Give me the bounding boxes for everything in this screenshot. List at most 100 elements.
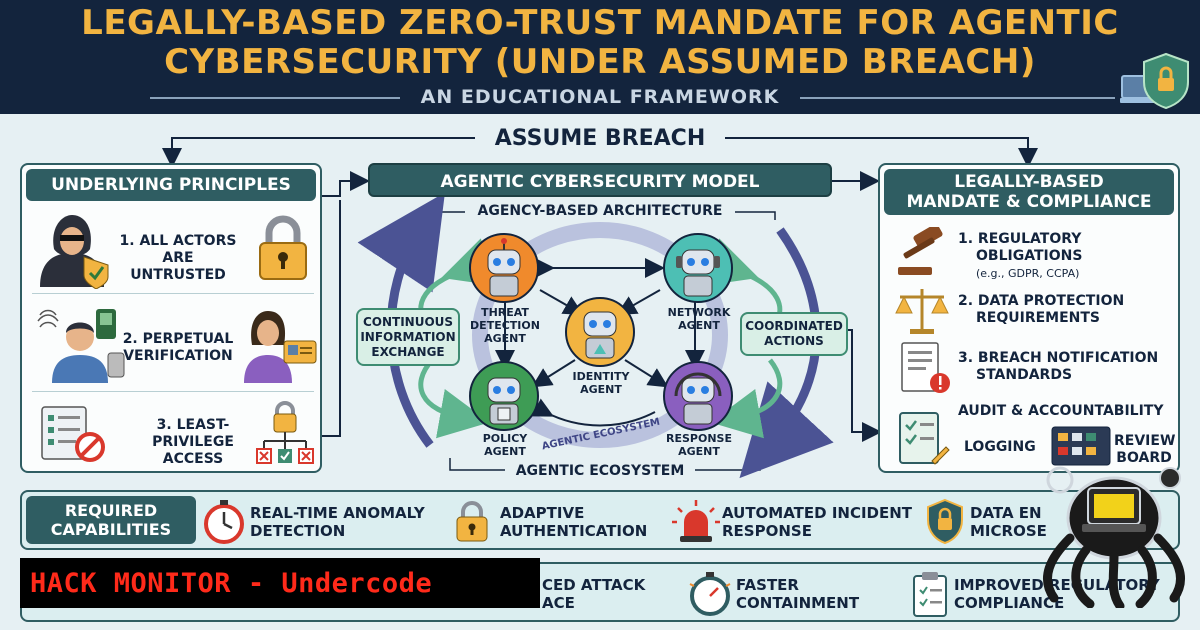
outcome-1-line-1: CED ATTACK	[542, 576, 646, 594]
audit-checklist-icon	[899, 412, 950, 465]
outcome-1-label: CED ATTACK ACE	[542, 576, 645, 612]
alarm-siren-icon	[672, 500, 720, 542]
model-title: AGENTIC CYBERSECURITY MODEL	[368, 163, 832, 197]
capability-1-line-1: REAL-TIME ANOMALY	[250, 504, 425, 522]
logging-label: LOGGING	[964, 439, 1036, 455]
capability-3-line-2: RESPONSE	[722, 522, 812, 540]
title-line-2: CYBERSECURITY (UNDER ASSUMED BREACH)	[164, 42, 1036, 82]
watermark-text: HACK MONITOR - Undercode	[30, 567, 433, 599]
review-board-label: REVIEW BOARD	[1114, 433, 1176, 467]
hacker-icon	[40, 215, 109, 289]
adaptive-lock-icon	[456, 501, 488, 542]
threat-line-3: AGENT	[484, 332, 526, 345]
response-line-2: AGENT	[678, 445, 720, 458]
threat-detection-robot-icon	[469, 233, 539, 303]
capabilities-head-line-1: REQUIRED	[64, 501, 158, 520]
capability-4-line-1: DATA EN	[970, 504, 1042, 522]
threat-line-1: THREAT	[481, 306, 529, 319]
mandate-title: LEGALLY-BASED MANDATE & COMPLIANCE	[884, 169, 1174, 215]
identity-line-2: AGENT	[580, 383, 622, 396]
mandate-item-2: 2. DATA PROTECTION REQUIREMENTS	[958, 293, 1168, 327]
mandate-item-3: 3. BREACH NOTIFICATION STANDARDS	[958, 350, 1173, 384]
review-line-1: REVIEW	[1114, 433, 1176, 449]
mandate-panel: LEGALLY-BASED MANDATE & COMPLIANCE 1. RE…	[878, 163, 1180, 473]
mandate-item-1-line-3: (e.g., GDPR, CCPA)	[976, 267, 1080, 280]
review-board-icon	[1051, 426, 1111, 466]
mandate-item-2-line-2: REQUIREMENTS	[976, 310, 1101, 326]
capability-1-label: REAL-TIME ANOMALY DETECTION	[250, 504, 425, 540]
policy-agent-label: POLICY AGENT	[460, 432, 550, 458]
verified-user-icon	[37, 309, 125, 383]
policy-robot-icon	[469, 361, 539, 431]
info-exchange-line-3: EXCHANGE	[371, 344, 445, 359]
outcome-1-line-2: ACE	[542, 594, 575, 612]
capability-4-label: DATA EN MICROSE	[970, 504, 1047, 540]
info-exchange-line-2: INFORMATION	[360, 329, 456, 344]
outcome-2-line-2: CONTAINMENT	[736, 594, 860, 612]
capabilities-strip: REQUIRED CAPABILITIES REAL-TIME ANOMALY …	[20, 490, 1180, 550]
principle-2-line-1: 2. PERPETUAL	[122, 331, 234, 347]
assume-breach-label: ASSUME BREACH	[494, 126, 706, 151]
compliance-clipboard-icon	[913, 572, 947, 617]
network-agent-label: NETWORK AGENT	[654, 306, 744, 332]
divider-1	[32, 293, 314, 294]
mandate-title-line-2: MANDATE & COMPLIANCE	[906, 192, 1152, 212]
principle-2-label: 2. PERPETUAL VERIFICATION	[118, 331, 238, 365]
capabilities-head: REQUIRED CAPABILITIES	[26, 496, 196, 544]
network-line-1: NETWORK	[667, 306, 731, 319]
mandate-item-3-line-1: 3. BREACH NOTIFICATION	[958, 350, 1159, 366]
info-exchange-label: CONTINUOUS INFORMATION EXCHANGE	[356, 308, 460, 366]
subtitle-rule-right	[800, 97, 1115, 99]
principle-1-line-2: ARE UNTRUSTED	[130, 250, 226, 283]
title-banner: LEGALLY-BASED ZERO-TRUST MANDATE FOR AGE…	[0, 0, 1200, 114]
capability-4-line-2: MICROSE	[970, 522, 1047, 540]
identity-line-1: IDENTITY	[572, 370, 630, 383]
outcome-3-label: IMPROVED REGULATORY COMPLIANCE	[954, 576, 1160, 612]
review-line-2: BOARD	[1116, 450, 1172, 466]
threat-line-2: DETECTION	[470, 319, 540, 332]
principle-1-label: 1. ALL ACTORS ARE UNTRUSTED	[118, 233, 238, 284]
mandate-item-2-line-1: 2. DATA PROTECTION	[958, 293, 1125, 309]
response-agent-label: RESPONSE AGENT	[654, 432, 744, 458]
divider-2	[32, 391, 314, 392]
principle-3-line-2: ACCESS	[162, 451, 224, 467]
principle-2-line-2: VERIFICATION	[123, 348, 233, 364]
identity-robot-icon	[565, 297, 635, 367]
principle-1-line-1: 1. ALL ACTORS	[119, 233, 237, 249]
capability-3-line-1: AUTOMATED INCIDENT	[722, 504, 913, 522]
timer-icon	[689, 572, 731, 616]
ring-label: AGENTIC ECOSYSTEM	[540, 416, 662, 453]
title-line-1: LEGALLY-BASED ZERO-TRUST MANDATE FOR AGE…	[81, 3, 1119, 43]
capability-2-label: ADAPTIVE AUTHENTICATION	[500, 504, 647, 540]
checklist-denied-icon	[41, 406, 105, 462]
principles-panel: UNDERLYING PRINCIPLES 1. ALL ACTORS ARE …	[20, 163, 322, 473]
principle-3-label: 3. LEAST-PRIVILEGE ACCESS	[118, 417, 268, 468]
network-line-2: AGENT	[678, 319, 720, 332]
response-line-1: RESPONSE	[666, 432, 732, 445]
woman-id-card-icon	[244, 311, 317, 383]
capability-2-line-1: ADAPTIVE	[500, 504, 585, 522]
hack-monitor-watermark: HACK MONITOR - Undercode	[20, 558, 540, 608]
principles-title: UNDERLYING PRINCIPLES	[26, 169, 316, 201]
threat-detection-agent-label: THREAT DETECTION AGENT	[460, 306, 550, 345]
outcomes-strip: CED ATTACK ACE FASTER CONTAINMENT IMPROV…	[20, 562, 1180, 622]
padlock-icon	[259, 215, 307, 280]
info-exchange-line-1: CONTINUOUS	[362, 314, 454, 329]
ecosystem-label: AGENTIC ECOSYSTEM	[505, 464, 695, 478]
coordinated-line-1: COORDINATED	[745, 319, 843, 333]
identity-agent-label: IDENTITY AGENT	[556, 370, 646, 396]
mandate-item-1-line-2: OBLIGATIONS	[976, 248, 1083, 264]
mandate-item-1-line-1: 1. REGULATORY	[958, 231, 1082, 247]
response-robot-icon	[663, 361, 733, 431]
outcome-3-line-2: COMPLIANCE	[954, 594, 1065, 612]
scales-icon	[895, 289, 949, 334]
capability-2-line-2: AUTHENTICATION	[500, 522, 648, 540]
mandate-title-line-1: LEGALLY-BASED	[954, 172, 1104, 192]
outcome-2-line-1: FASTER	[736, 576, 799, 594]
gavel-icon	[898, 227, 943, 275]
mandate-item-3-line-2: STANDARDS	[976, 367, 1073, 383]
subtitle: AN EDUCATIONAL FRAMEWORK	[420, 86, 780, 108]
stopwatch-icon	[204, 500, 244, 544]
octopus-hacker-logo-icon	[1042, 466, 1186, 608]
subtitle-rule-left	[150, 97, 400, 99]
